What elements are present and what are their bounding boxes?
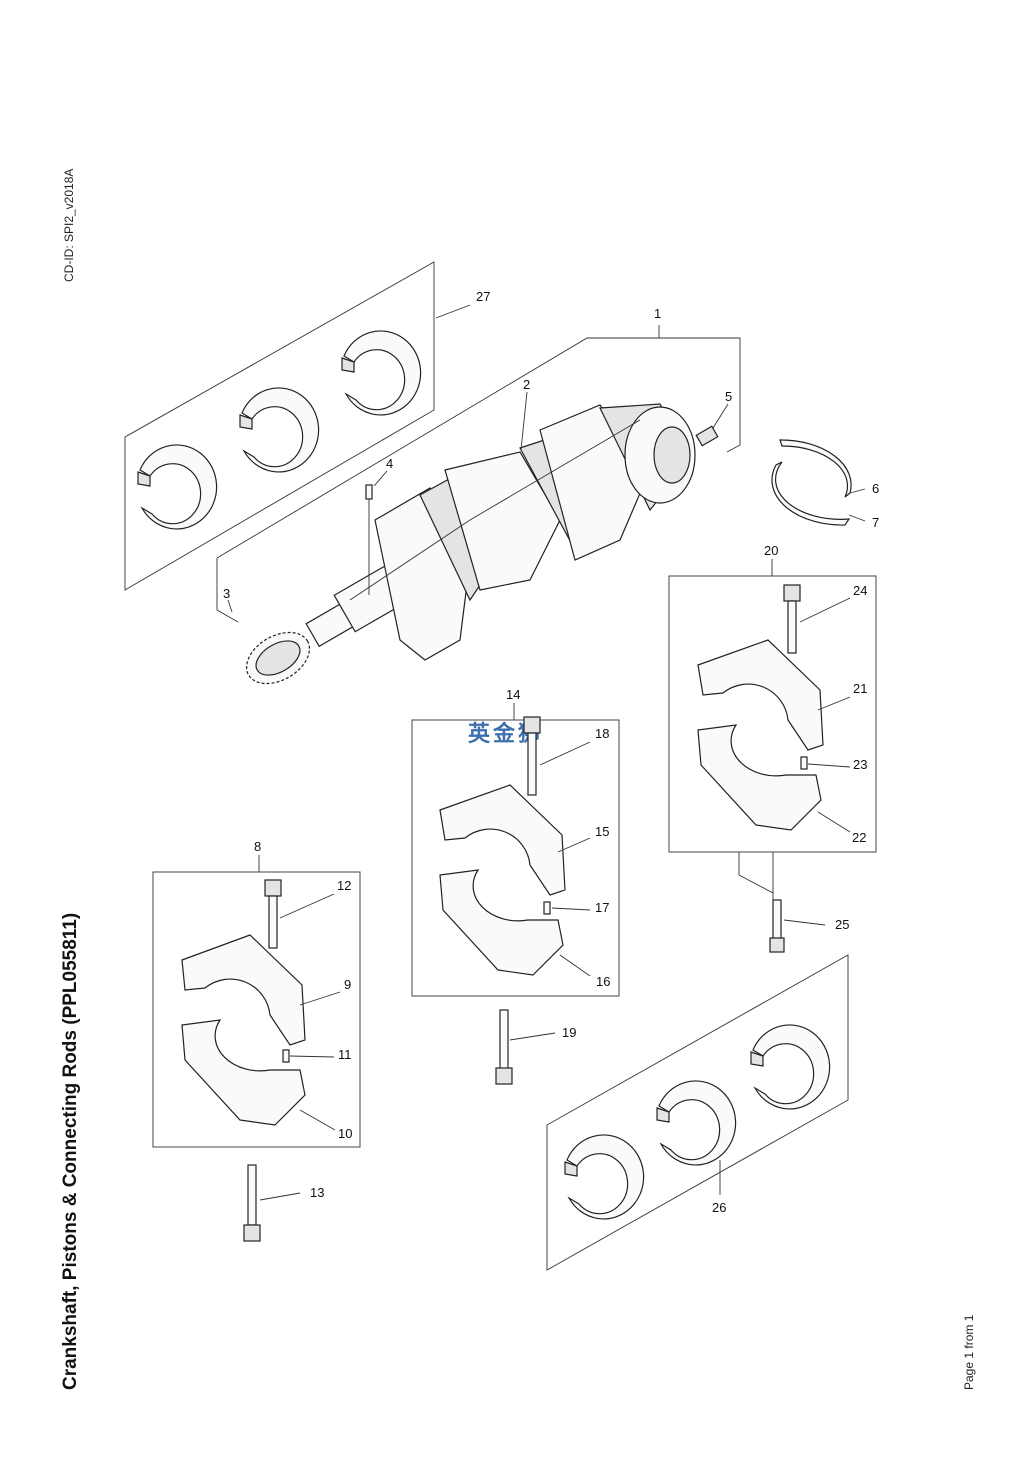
bracket-3: [216, 558, 239, 623]
rod-cap-15: [439, 784, 566, 896]
callout-24: 24: [853, 583, 867, 598]
rod-cap-10: [181, 1019, 306, 1126]
callout-2: 2: [523, 377, 530, 392]
callout-7: 7: [872, 515, 879, 530]
callout-18: 18: [595, 726, 609, 741]
callout-11: 11: [338, 1047, 352, 1062]
leader-lines: [227, 304, 866, 1201]
rod-cap-22: [697, 724, 822, 831]
group-box-27: [124, 261, 435, 591]
bolt-25: [769, 899, 785, 953]
callout-16: 16: [596, 974, 610, 989]
callout-22: 22: [852, 830, 866, 845]
crankshaft-sprocket: [245, 631, 311, 685]
rod-cap-21: [697, 639, 824, 751]
dowel-17: [543, 901, 551, 915]
callout-17: 17: [595, 900, 609, 915]
callout-15: 15: [595, 824, 609, 839]
callout-1: 1: [654, 306, 661, 321]
group-box-14: [411, 719, 620, 997]
pin-4: [365, 484, 373, 500]
bolt-24: [783, 584, 801, 654]
group-box-26: [546, 954, 849, 1271]
group-box-20: [668, 575, 877, 853]
callout-6: 6: [872, 481, 879, 496]
callout-5: 5: [725, 389, 732, 404]
callout-9: 9: [344, 977, 351, 992]
thrust-washer-6: [779, 439, 852, 498]
bolt-18: [523, 716, 541, 796]
rod-cap-16: [439, 869, 564, 976]
callout-3: 3: [223, 586, 230, 601]
callout-23: 23: [853, 757, 867, 772]
bearing-shells-27: [137, 330, 422, 530]
callout-12: 12: [337, 878, 351, 893]
callout-26: 26: [712, 1200, 726, 1215]
callout-8: 8: [254, 839, 261, 854]
rod-cap-9: [181, 934, 306, 1046]
bolt-13: [243, 1164, 261, 1242]
dowel-11: [282, 1049, 290, 1063]
bolt-19: [495, 1009, 513, 1085]
crankshaft: [305, 403, 696, 661]
thrust-washer-7: [771, 461, 851, 526]
callout-4: 4: [386, 456, 393, 471]
bearing-shells-26: [564, 1024, 831, 1220]
callout-19: 19: [562, 1025, 576, 1040]
callout-25: 25: [835, 917, 849, 932]
callout-21: 21: [853, 681, 867, 696]
callout-20: 20: [764, 543, 778, 558]
dowel-5: [695, 425, 719, 447]
bracket-1: [216, 337, 741, 559]
callout-14: 14: [506, 687, 520, 702]
callout-10: 10: [338, 1126, 352, 1141]
callout-27: 27: [476, 289, 490, 304]
bolt-12: [264, 879, 282, 949]
callout-13: 13: [310, 1185, 324, 1200]
group-box-8: [152, 871, 361, 1148]
dowel-23: [800, 756, 808, 770]
